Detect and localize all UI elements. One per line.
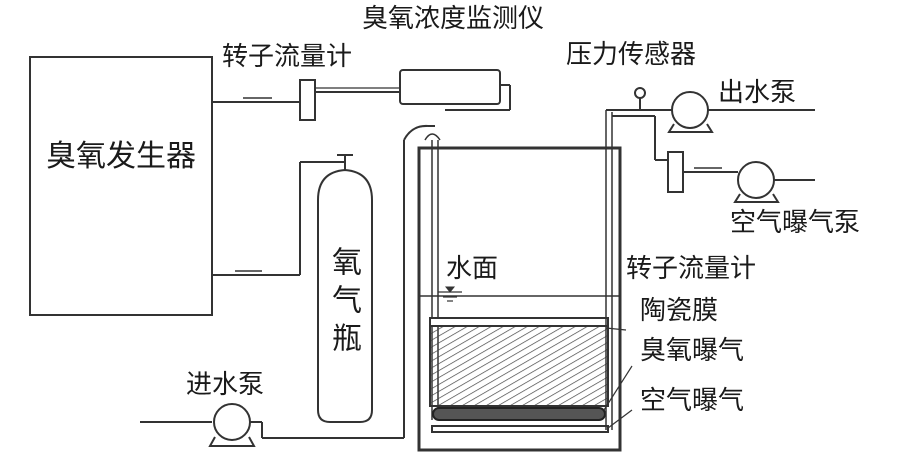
- label-ozone-aeration: 臭氧曝气: [640, 336, 745, 366]
- label-ozone-monitor: 臭氧浓度监测仪: [362, 4, 545, 34]
- air-aeration-pump: [737, 161, 775, 199]
- rotameter-top: [299, 79, 316, 121]
- ozone-aerator: [432, 407, 606, 421]
- label-air-pump: 空气曝气泵: [730, 208, 861, 238]
- reactor-tank: [417, 146, 622, 452]
- ceramic-membrane: [429, 319, 609, 407]
- ozone-generator-box: [29, 56, 213, 316]
- ozone-monitor-box: [399, 69, 501, 105]
- inlet-pump: [213, 403, 251, 441]
- oxygen-bottle: [317, 168, 373, 423]
- rotameter-right: [667, 151, 684, 193]
- label-ceramic-membrane: 陶瓷膜: [640, 296, 719, 326]
- label-air-aeration: 空气曝气: [640, 386, 745, 416]
- label-rotameter-right: 转子流量计: [626, 254, 757, 284]
- label-outlet-pump: 出水泵: [718, 78, 797, 108]
- pressure-gauge: [634, 87, 646, 99]
- air-aerator-pipe: [431, 425, 609, 433]
- label-pressure-sensor: 压力传感器: [566, 40, 697, 70]
- label-inlet-pump: 进水泵: [186, 370, 265, 400]
- outlet-pump: [671, 91, 709, 129]
- label-ozone-generator: 臭氧发生器: [46, 139, 196, 174]
- label-water-surface: 水面: [446, 254, 499, 284]
- label-oxygen-bottle: 氧气瓶: [326, 246, 361, 360]
- label-rotameter-top: 转子流量计: [222, 42, 353, 72]
